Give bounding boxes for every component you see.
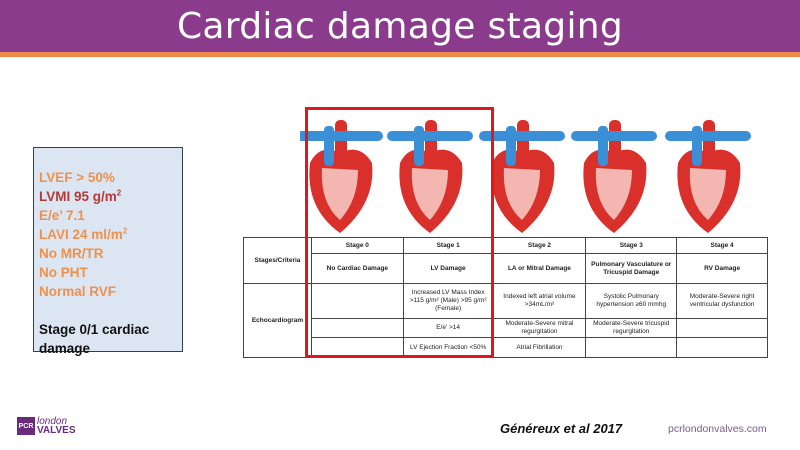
mr-tr: No MR/TR	[39, 246, 104, 261]
heart-icon	[479, 120, 565, 233]
stage-name: RV Damage	[676, 253, 768, 284]
cell: Atrial Fibrillation	[492, 337, 587, 358]
slide-title: Cardiac damage staging	[176, 5, 624, 47]
accent-stripe	[0, 52, 800, 57]
heart-illustrations	[300, 120, 751, 233]
stage-header: Stage 3	[585, 237, 678, 254]
cell	[676, 318, 768, 338]
cell: Systolic Pulmonary hypertension ≥60 mmhg	[585, 283, 678, 319]
ee-ratio: E/e’ 7.1	[39, 208, 85, 223]
lavi: LAVI 24 ml/m2	[39, 226, 128, 242]
cell: Increased LV Mass Index >115 g/m² (Male)…	[402, 283, 494, 319]
heart-icon	[387, 120, 473, 233]
cell	[676, 337, 768, 358]
title-bar: Cardiac damage staging	[0, 0, 800, 52]
heart-icon	[300, 120, 383, 233]
heart-icon	[665, 120, 751, 233]
pht: No PHT	[39, 265, 88, 280]
highlight-box	[305, 107, 494, 358]
stage-header: Stage 2	[492, 237, 587, 254]
citation: Généreux et al 2017	[500, 421, 623, 436]
stage-name: LA or Mitral Damage	[492, 253, 587, 284]
row-label: Echocardiogram	[243, 283, 312, 358]
website-url: pcrlondonvalves.com	[668, 423, 767, 435]
cell: Moderate-Severe mitral regurgitation	[492, 318, 587, 338]
case-summary-box: LVEF > 50% LVMI 95 g/m2 E/e’ 7.1 LAVI 24…	[33, 147, 183, 356]
table-row: LV Ejection Fraction <50%Atrial Fibrilla…	[244, 337, 768, 358]
stage-header: Stage 4	[676, 237, 768, 254]
cell: Indexed left atrial volume >34mL/m²	[492, 283, 587, 319]
heart-icon	[571, 120, 657, 233]
cell: Moderate-Severe right ventricular dysfun…	[676, 283, 768, 319]
lvmi: LVMI 95 g/m2	[39, 188, 122, 204]
conclusion: Stage 0/1 cardiac damage	[39, 322, 150, 356]
table-row: Echocardiogram Increased LV Mass Index >…	[243, 283, 768, 358]
rvf: Normal RVF	[39, 284, 117, 299]
stage-name: Pulmonary Vasculature or Tricuspid Damag…	[585, 253, 678, 284]
cell: Moderate-Severe tricuspid regurgitation	[585, 318, 678, 338]
cell	[585, 337, 678, 358]
header-label: Stages/Criteria	[243, 237, 312, 284]
lvef: LVEF > 50%	[39, 170, 115, 185]
